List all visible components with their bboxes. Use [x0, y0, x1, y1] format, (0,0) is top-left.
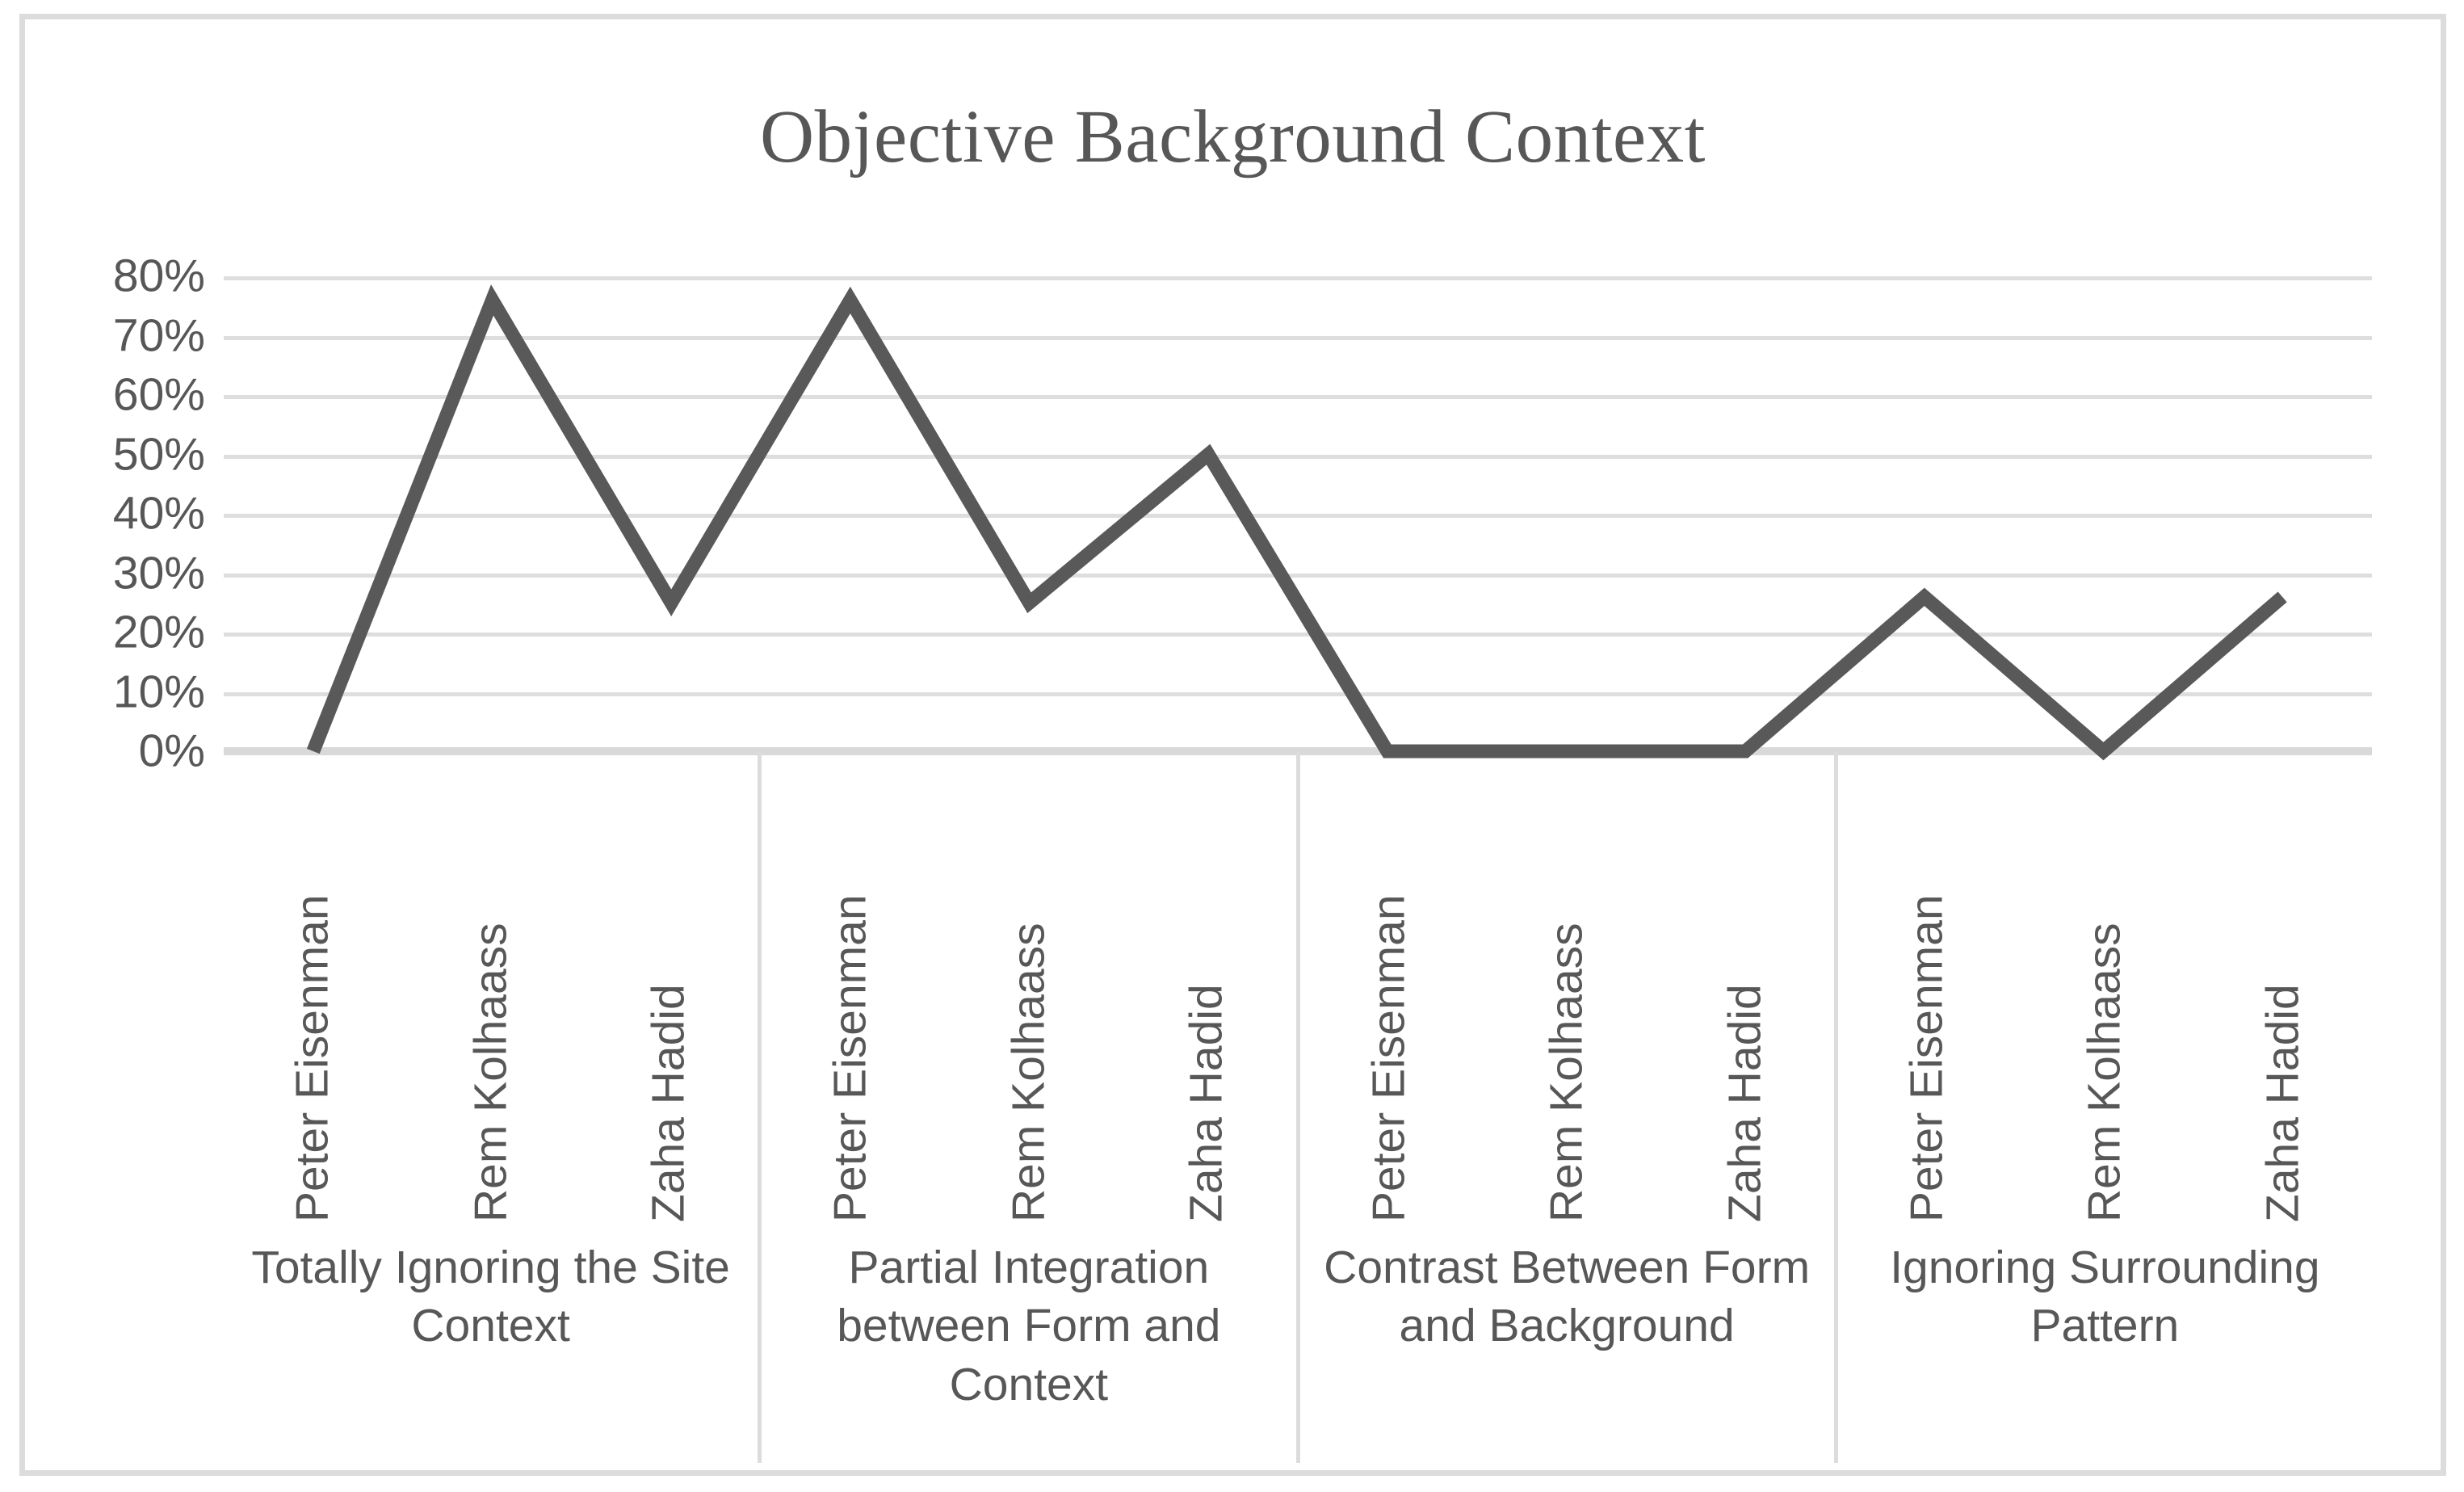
- y-axis-tick: 30%: [112, 547, 205, 599]
- category-axis-line: [224, 747, 2372, 752]
- line-series: [224, 276, 2372, 751]
- category-label: Peter Eisenman: [1900, 894, 1953, 1222]
- gridline: [224, 335, 2372, 340]
- category-name-cell: Zaha Hadid: [1118, 752, 1295, 1237]
- category-name-cell: Rem Kolhaass: [401, 752, 579, 1237]
- gridline: [224, 395, 2372, 399]
- y-axis-tick: 50%: [112, 428, 205, 480]
- y-axis-tick: 70%: [112, 309, 205, 361]
- category-name-cell: Zaha Hadid: [1656, 752, 1833, 1237]
- gridline: [224, 573, 2372, 578]
- y-axis-tick: 10%: [112, 666, 205, 717]
- category-name-cell: Rem Kolhaass: [1478, 752, 1656, 1237]
- y-axis-tick: 40%: [112, 487, 205, 540]
- category-label: Peter Eisenman: [824, 894, 876, 1222]
- category-name-cell: Zaha Hadid: [2194, 752, 2372, 1237]
- y-axis-tick-labels: 80% 70% 60% 50% 40% 30% 20% 10% 0%: [58, 250, 205, 774]
- y-axis-tick: 0%: [138, 725, 205, 777]
- category-label: Rem Kolhaass: [1002, 923, 1055, 1222]
- category-group-label: Partial Integration between Form and Con…: [837, 1242, 1221, 1410]
- category-name-cell: Peter Eisenman: [224, 752, 401, 1237]
- gridline: [224, 514, 2372, 518]
- category-label: Peter Eisenman: [1362, 894, 1415, 1222]
- category-names-row: Peter Eisenman Rem Kolhaass Zaha Hadid: [1300, 752, 1834, 1237]
- category-label: Zaha Hadid: [2256, 984, 2309, 1222]
- category-label: Rem Kolhaass: [2078, 923, 2130, 1222]
- y-axis-tick: 80%: [112, 250, 205, 302]
- category-label: Peter Eisenman: [286, 894, 338, 1222]
- category-name-cell: Peter Eisenman: [1838, 752, 2016, 1237]
- category-names-row: Peter Eisenman Rem Kolhaass Zaha Hadid: [224, 752, 758, 1237]
- category-names-row: Peter Eisenman Rem Kolhaass Zaha Hadid: [1838, 752, 2372, 1237]
- category-label: Rem Kolhaass: [1540, 923, 1593, 1222]
- category-label: Zaha Hadid: [1180, 984, 1232, 1222]
- category-label: Rem Kolhaass: [464, 923, 517, 1222]
- gridline: [224, 276, 2372, 280]
- y-axis-tick: 60%: [112, 368, 205, 421]
- category-label: Zaha Hadid: [1719, 984, 1771, 1222]
- y-axis-tick: 20%: [112, 606, 205, 658]
- category-name-cell: Rem Kolhaass: [940, 752, 1118, 1237]
- gridline: [224, 691, 2372, 696]
- category-names-row: Peter Eisenman Rem Kolhaass Zaha Hadid: [762, 752, 1295, 1237]
- category-group-label: Ignoring Surrounding Pattern: [1890, 1242, 2320, 1352]
- category-name-cell: Rem Kolhaass: [2016, 752, 2193, 1237]
- gridline: [224, 633, 2372, 637]
- category-name-cell: Peter Eisenman: [1300, 752, 1478, 1237]
- category-group-label: Totally Ignoring the Site Context: [251, 1242, 730, 1352]
- chart-frame: Objective Background Context: [19, 14, 2446, 1476]
- category-name-cell: Peter Eisenman: [762, 752, 939, 1237]
- category-name-cell: Zaha Hadid: [580, 752, 758, 1237]
- category-group-label: Contrast Between Form and Background: [1324, 1242, 1811, 1352]
- gridline: [224, 454, 2372, 459]
- category-label: Zaha Hadid: [642, 984, 695, 1222]
- chart-title: Objective Background Context: [759, 95, 1706, 179]
